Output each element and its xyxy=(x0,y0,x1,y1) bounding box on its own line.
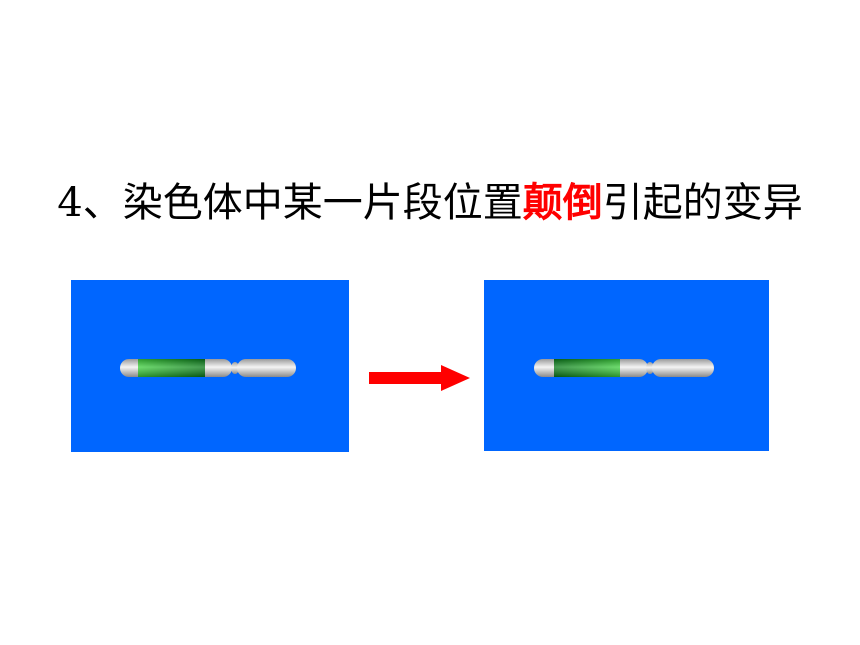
slide-title: 4、染色体中某一片段位置颠倒引起的变异 xyxy=(0,170,860,228)
before-panel xyxy=(71,280,349,452)
title-suffix: 引起的变异 xyxy=(602,180,803,226)
centromere xyxy=(646,362,654,374)
title-highlight-inversion: 颠倒 xyxy=(522,180,603,226)
right-arm xyxy=(237,359,296,377)
chromosome-before xyxy=(120,359,296,377)
centromere xyxy=(231,362,239,374)
red-arrow-icon xyxy=(369,365,470,391)
after-panel xyxy=(484,280,769,451)
right-arm xyxy=(652,359,714,377)
chromosome-after xyxy=(534,359,714,377)
title-prefix: 4、染色体中某一片段位置 xyxy=(57,180,523,226)
